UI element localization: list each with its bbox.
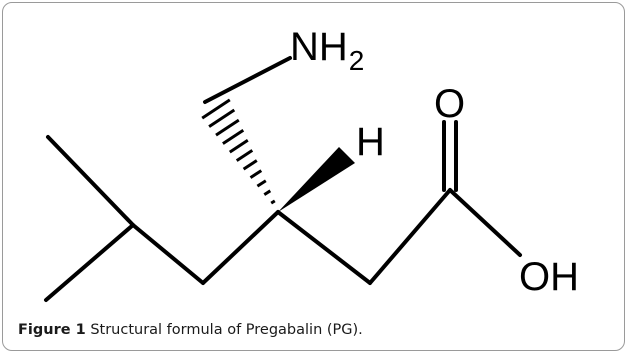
bond-ch-ch2 — [131, 223, 205, 285]
bond-c-oh — [448, 188, 522, 257]
hydrogen-label: H — [356, 120, 385, 164]
bond-ch2-carboxyl — [368, 188, 452, 285]
bond-ch2-nh2 — [203, 56, 292, 104]
carbonyl-oxygen-label: O — [434, 82, 465, 126]
structural-formula: NH2 H O OH — [44, 25, 579, 302]
solid-wedge-bond — [278, 147, 355, 212]
hashed-wedge-bond — [201, 98, 276, 205]
bond-methyl-lower — [44, 223, 135, 302]
figure-label: Figure 1 — [18, 322, 86, 338]
bond-chiral-ch2 — [276, 210, 372, 285]
figure-caption: Figure 1 Structural formula of Pregabali… — [18, 322, 363, 338]
figure-caption-text: Structural formula of Pregabalin (PG). — [90, 322, 363, 338]
bond-methyl-upper — [46, 135, 135, 227]
hydroxyl-label: OH — [519, 255, 579, 299]
amine-label: NH2 — [290, 25, 364, 76]
bond-ch2-chiral — [201, 210, 280, 285]
